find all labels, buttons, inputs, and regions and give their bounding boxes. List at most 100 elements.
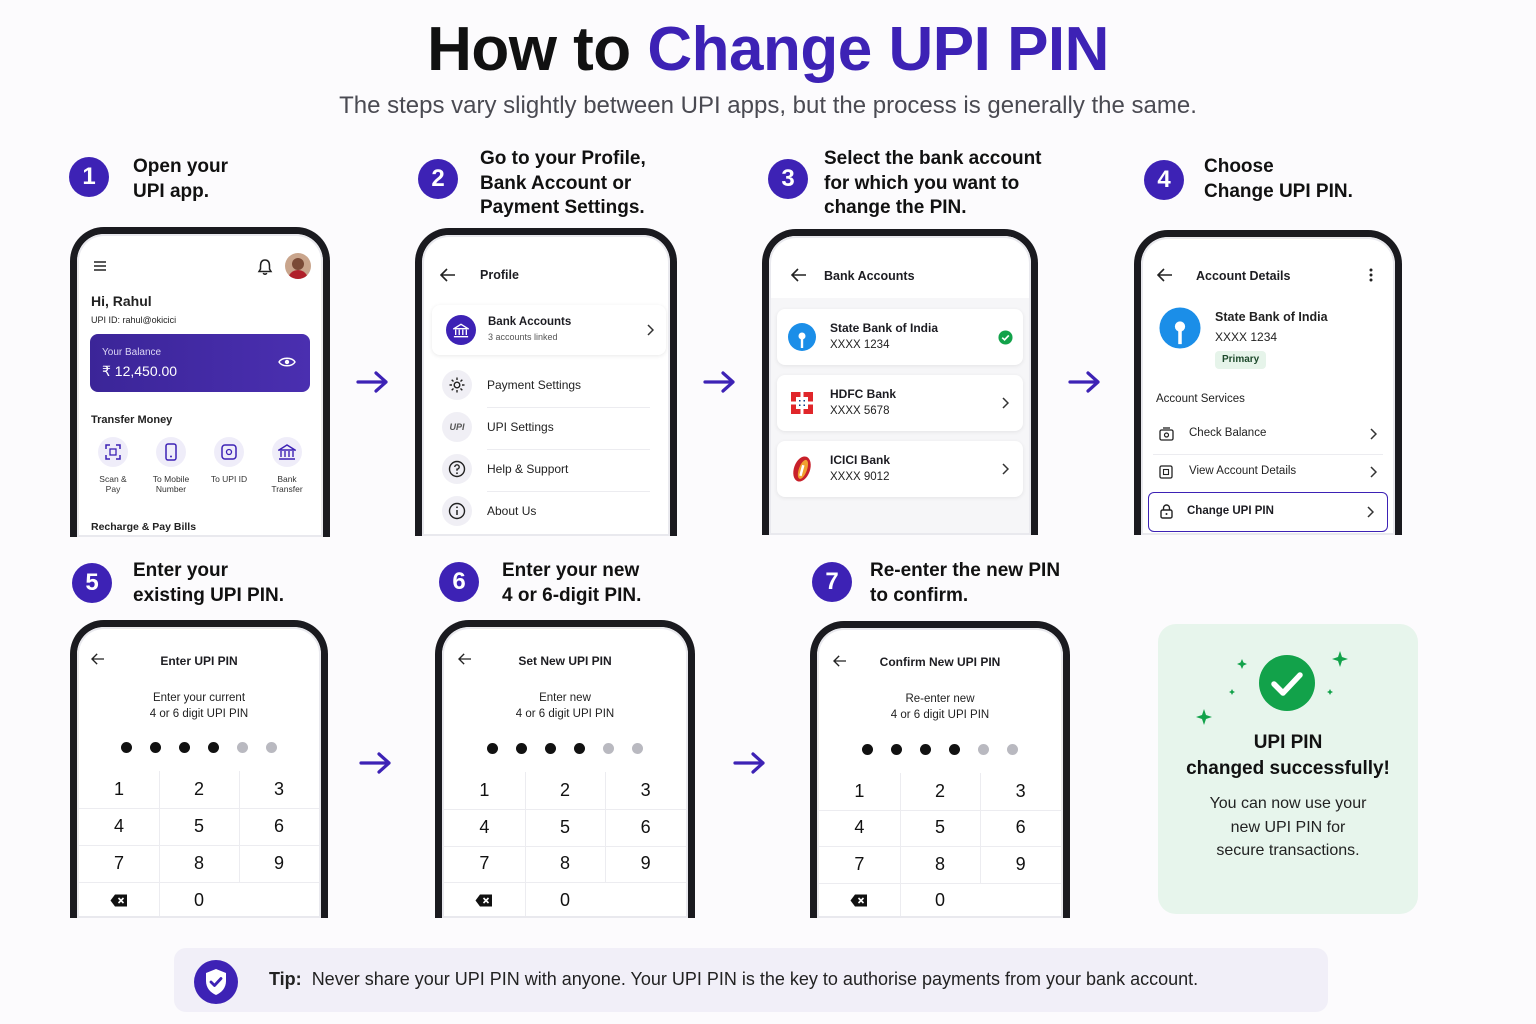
more-vert-icon[interactable] bbox=[1369, 268, 1373, 282]
step-5-line-1: Enter your bbox=[133, 560, 229, 581]
keypad-key[interactable]: 5 bbox=[193, 816, 204, 836]
eye-icon[interactable] bbox=[278, 356, 296, 368]
screen-title: Bank Accounts bbox=[824, 269, 915, 283]
keypad-key[interactable]: 7 bbox=[113, 853, 124, 873]
keypad-key[interactable]: 4 bbox=[854, 817, 865, 838]
step-7-line-1: Re-enter the new PIN bbox=[870, 560, 1061, 581]
pin-instruction-line-1: Enter your current bbox=[152, 692, 246, 704]
success-message-line-1: You can now use your bbox=[1209, 795, 1367, 812]
keypad-key[interactable]: 7 bbox=[854, 853, 865, 874]
icici-logo-icon bbox=[793, 456, 811, 482]
back-arrow-icon[interactable] bbox=[1157, 268, 1173, 282]
step-2-number: 2 bbox=[418, 159, 458, 199]
action-label: Scan & Pay bbox=[99, 474, 127, 494]
keypad-key[interactable]: 5 bbox=[934, 817, 945, 838]
step-6-line-1: Enter your new bbox=[502, 560, 640, 581]
mobile-icon bbox=[165, 443, 177, 461]
keypad-key[interactable]: 1 bbox=[479, 779, 490, 800]
keypad-key[interactable]: 6 bbox=[640, 816, 651, 837]
chevron-right-icon bbox=[1370, 428, 1377, 440]
keypad-key[interactable]: 6 bbox=[273, 816, 284, 836]
menu-item-about-us[interactable]: About Us bbox=[436, 491, 661, 533]
keypad-key[interactable]: 4 bbox=[479, 816, 490, 837]
keypad-key[interactable]: 3 bbox=[1015, 780, 1026, 801]
keypad-divider bbox=[159, 771, 160, 918]
action-scan-pay[interactable]: Scan & Pay bbox=[93, 437, 133, 494]
pin-dot-filled bbox=[949, 744, 960, 755]
lock-icon bbox=[1160, 504, 1173, 519]
bank-accounts-row[interactable]: Bank Accounts 3 accounts linked bbox=[432, 305, 666, 355]
success-title-line-1: UPI PIN bbox=[1253, 732, 1323, 753]
screen-title: Enter UPI PIN bbox=[160, 654, 238, 668]
keypad-key[interactable]: 3 bbox=[640, 779, 651, 800]
keypad-divider bbox=[605, 772, 607, 883]
keypad-key[interactable]: 5 bbox=[559, 816, 570, 837]
keypad-key[interactable]: 0 bbox=[193, 890, 204, 910]
menu-item-payment-settings[interactable]: Payment Settings bbox=[436, 365, 661, 407]
bank-account-number: XXXX 5678 bbox=[830, 405, 890, 417]
step-5-number: 5 bbox=[72, 563, 112, 603]
back-arrow-icon[interactable] bbox=[833, 655, 847, 667]
keypad-key[interactable]: 4 bbox=[113, 816, 124, 836]
phone-profile-screen: Profile Bank Accounts 3 accounts linked … bbox=[415, 228, 677, 536]
step-5-line-2: existing UPI PIN. bbox=[133, 584, 284, 606]
keypad-key[interactable]: 3 bbox=[273, 779, 284, 799]
pin-dot-filled bbox=[516, 743, 527, 754]
keypad-key[interactable]: 8 bbox=[193, 853, 204, 873]
keypad-key[interactable]: 2 bbox=[934, 780, 945, 801]
screen-title: Set New UPI PIN bbox=[518, 654, 612, 668]
back-arrow-icon[interactable] bbox=[440, 268, 456, 282]
tip-bar: Tip: Never share your UPI PIN with anyon… bbox=[174, 948, 1328, 1012]
menu-item-upi-settings[interactable]: UPI UPI Settings bbox=[436, 407, 661, 449]
keypad-key[interactable]: 7 bbox=[479, 853, 490, 874]
bank-card-icici[interactable]: ICICI Bank XXXX 9012 bbox=[777, 441, 1023, 497]
action-label: To UPI ID bbox=[210, 474, 248, 484]
service-check-balance[interactable]: Check Balance bbox=[1149, 415, 1389, 453]
backspace-key[interactable] bbox=[444, 883, 524, 918]
bank-account-number: XXXX 9012 bbox=[830, 471, 890, 483]
keypad-key[interactable]: 2 bbox=[193, 779, 204, 799]
keypad-key[interactable]: 1 bbox=[113, 779, 124, 799]
balance-card[interactable]: Your Balance ₹ 12,450.00 bbox=[90, 334, 310, 392]
pin-dot-filled bbox=[487, 743, 498, 754]
divider bbox=[487, 449, 650, 450]
keypad-key[interactable]: 9 bbox=[273, 853, 284, 873]
backspace-key[interactable] bbox=[819, 883, 899, 918]
keypad-key[interactable]: 9 bbox=[640, 853, 651, 874]
keypad-key[interactable]: 8 bbox=[559, 853, 570, 874]
tip-label: Tip: bbox=[269, 969, 302, 989]
change-upi-pin-button[interactable]: Change UPI PIN bbox=[1148, 492, 1388, 532]
bell-icon[interactable] bbox=[257, 258, 273, 276]
menu-icon[interactable] bbox=[93, 260, 107, 272]
pin-dots bbox=[442, 743, 688, 754]
avatar[interactable] bbox=[285, 253, 311, 279]
keypad-key[interactable]: 1 bbox=[854, 780, 865, 801]
keypad-key[interactable]: 0 bbox=[934, 890, 945, 911]
bank-card-sbi[interactable]: State Bank of India XXXX 1234 bbox=[777, 309, 1023, 365]
pin-dot-filled bbox=[179, 742, 190, 753]
keypad-key[interactable]: 9 bbox=[1015, 853, 1026, 874]
backspace-icon bbox=[475, 894, 493, 907]
back-arrow-icon[interactable] bbox=[458, 653, 472, 665]
menu-item-help-support[interactable]: Help & Support bbox=[436, 449, 661, 491]
action-to-upi-id[interactable]: To UPI ID bbox=[209, 437, 249, 484]
bank-name: ICICI Bank bbox=[830, 453, 891, 467]
pin-dot-filled bbox=[208, 742, 219, 753]
keypad-key[interactable]: 2 bbox=[559, 779, 570, 800]
numeric-keypad: 1 2 3 4 5 6 7 8 9 0 bbox=[79, 771, 319, 918]
screen-title: Account Details bbox=[1196, 269, 1291, 283]
keypad-key[interactable]: 0 bbox=[559, 890, 570, 911]
back-arrow-icon[interactable] bbox=[791, 268, 807, 282]
title-prefix: How to bbox=[427, 15, 648, 84]
backspace-key[interactable] bbox=[79, 883, 159, 919]
keypad-key[interactable]: 8 bbox=[934, 853, 945, 874]
service-view-account-details[interactable]: View Account Details bbox=[1149, 453, 1389, 491]
back-arrow-icon[interactable] bbox=[91, 653, 105, 665]
keypad-key[interactable]: 6 bbox=[1015, 817, 1026, 838]
numeric-keypad: 1 2 3 4 5 6 7 8 9 0 bbox=[444, 772, 686, 918]
change-upi-pin-label: Change UPI PIN bbox=[1187, 505, 1274, 517]
bank-card-hdfc[interactable]: HDFC Bank XXXX 5678 bbox=[777, 375, 1023, 431]
info-icon bbox=[448, 502, 466, 520]
